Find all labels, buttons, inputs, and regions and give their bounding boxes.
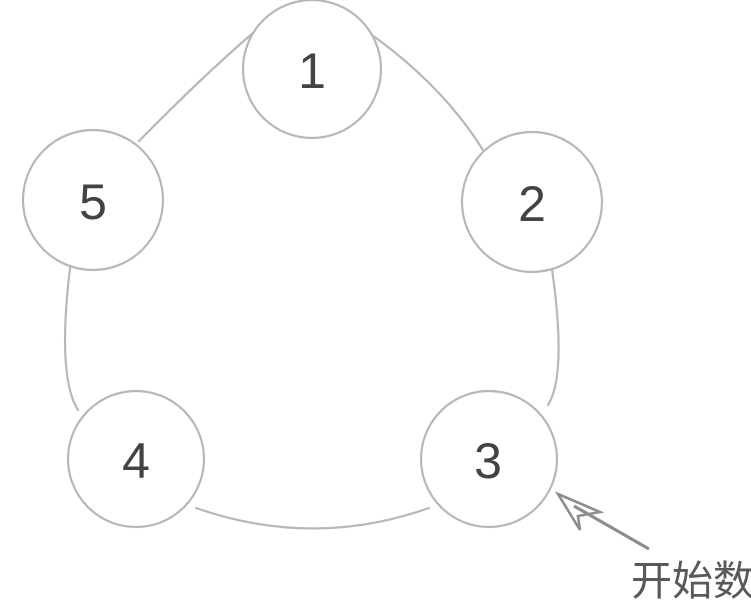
node-2-label: 2 (518, 176, 546, 232)
edge-5-to-1 (137, 31, 255, 143)
node-group: 1 2 3 4 5 (21, 0, 604, 529)
edge-group (63, 31, 560, 530)
annotation-arrow-head-icon (554, 491, 605, 531)
annotation-label: 开始数 (631, 558, 751, 603)
node-2-circle[interactable] (460, 130, 604, 274)
node-4[interactable]: 4 (66, 389, 206, 529)
edge-2-to-3 (546, 267, 560, 407)
edge-4-to-5 (63, 266, 80, 412)
node-5[interactable]: 5 (21, 128, 165, 272)
annotation-group: 开始数 (554, 491, 751, 603)
node-3[interactable]: 3 (419, 389, 559, 529)
node-1[interactable]: 1 (241, 0, 383, 140)
node-5-label: 5 (79, 174, 107, 230)
node-4-circle[interactable] (66, 389, 206, 529)
node-2[interactable]: 2 (460, 130, 604, 274)
node-1-circle[interactable] (241, 0, 383, 140)
edge-3-to-4 (194, 506, 431, 530)
edge-1-to-2 (370, 33, 485, 152)
node-3-label: 3 (474, 433, 502, 489)
annotation-arrow-shaft (573, 504, 650, 551)
node-3-circle[interactable] (419, 389, 559, 529)
node-4-label: 4 (122, 433, 150, 489)
node-1-label: 1 (298, 43, 326, 99)
node-5-circle[interactable] (21, 128, 165, 272)
